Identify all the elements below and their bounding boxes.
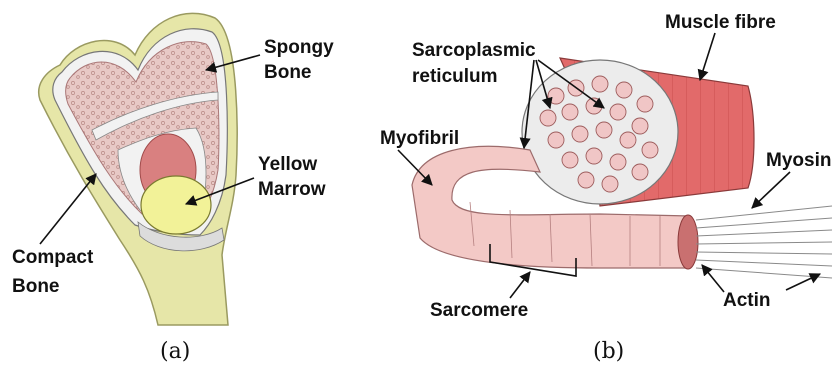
label-muscle-fibre: Muscle fibre xyxy=(665,12,776,33)
label-actin: Actin xyxy=(723,290,771,311)
arrow-compact xyxy=(40,174,96,244)
arrow-actin-2 xyxy=(786,274,820,290)
label-sarcomere: Sarcomere xyxy=(430,300,528,321)
yellow-marrow xyxy=(141,176,211,234)
arrow-muscle-fibre xyxy=(700,33,715,80)
caption-b: (b) xyxy=(593,339,624,364)
myofibril-end xyxy=(678,215,698,269)
label-myofibril: Myofibril xyxy=(380,128,459,149)
myosin-actin-filaments xyxy=(696,206,832,278)
label-compact-line2: Bone xyxy=(12,276,60,297)
label-yellow-line1: Yellow xyxy=(258,154,317,175)
arrow-sarcomere xyxy=(510,272,530,298)
label-spongy-line2: Bone xyxy=(264,62,312,83)
label-spongy-line1: Spongy xyxy=(264,37,334,58)
label-yellow-line2: Marrow xyxy=(258,179,326,200)
label-sarcoplasmic-line1: Sarcoplasmic xyxy=(412,40,536,61)
label-myosin: Myosin xyxy=(766,150,831,171)
bone-illustration xyxy=(39,13,237,325)
caption-a: (a) xyxy=(160,339,190,364)
label-compact-line1: Compact xyxy=(12,247,94,268)
arrow-myosin xyxy=(752,172,790,208)
label-sarcoplasmic-line2: reticulum xyxy=(412,66,498,87)
